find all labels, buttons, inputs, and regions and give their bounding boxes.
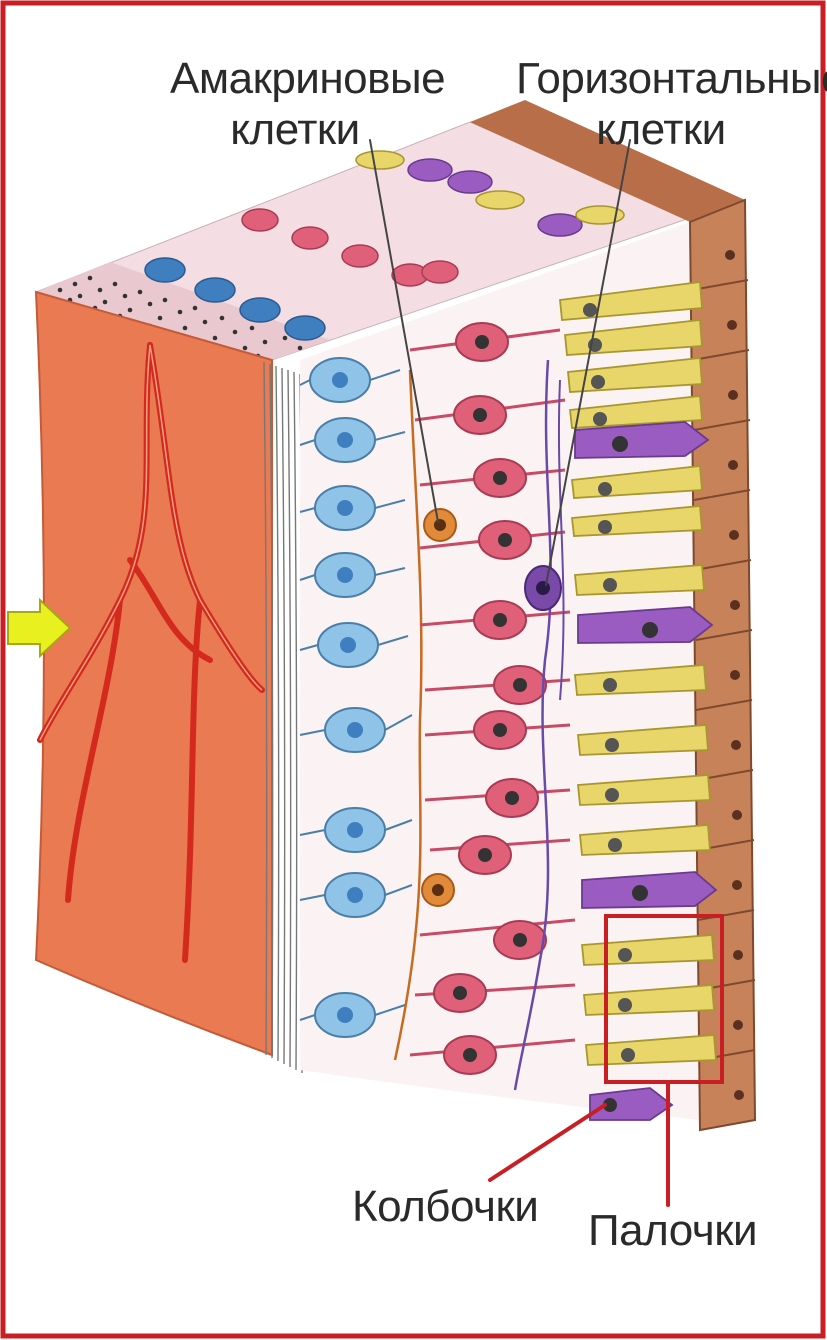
- amacrine-label-line2: клетки: [170, 105, 420, 156]
- horizontal-label-line1: Горизонтальные: [516, 54, 806, 105]
- vessel-layer: [36, 292, 272, 1055]
- horizontal-cells-label: Горизонтальные клетки: [516, 54, 806, 155]
- rods-label: Палочки: [588, 1206, 748, 1257]
- amacrine-label-line1: Амакриновые: [170, 54, 420, 105]
- amacrine-cells-label: Амакриновые клетки: [170, 54, 420, 155]
- horizontal-label-line2: клетки: [516, 105, 806, 156]
- cones-label: Колбочки: [352, 1182, 522, 1233]
